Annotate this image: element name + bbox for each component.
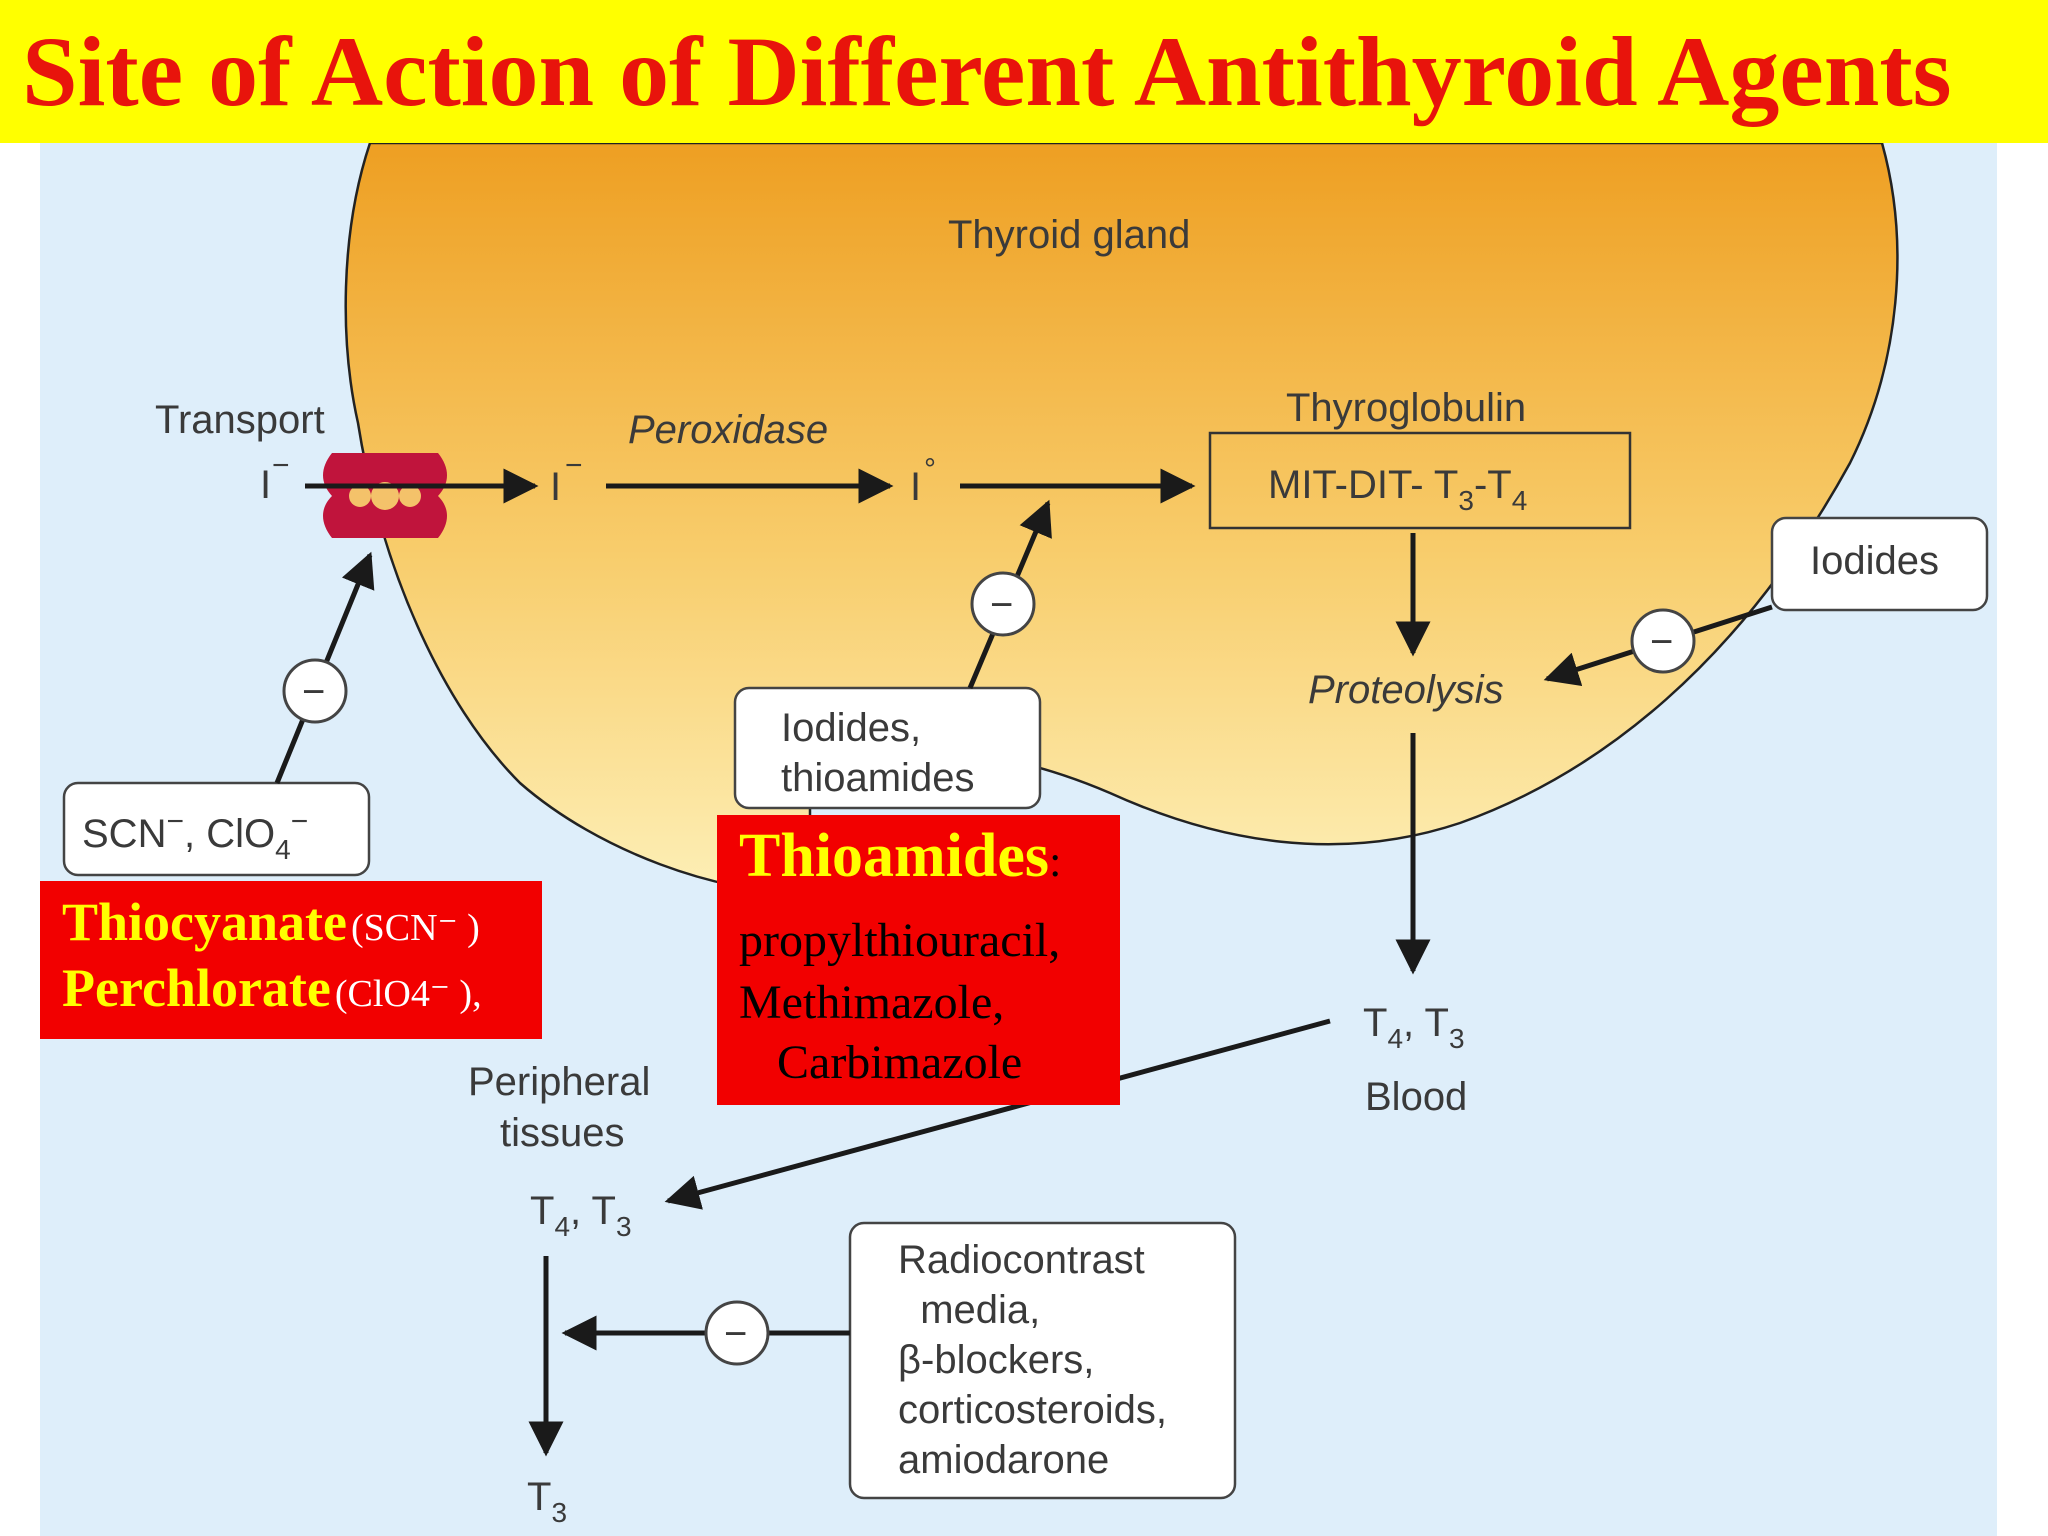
thiocyanate-perchlorate-callout: Thiocyanate (SCN⁻ ) Perchlorate (ClO4⁻ )… xyxy=(40,881,542,1039)
thioamides-colon: : xyxy=(1049,837,1062,886)
t3-bottom: T3 xyxy=(527,1475,567,1528)
thioamides-heading: Thioamides xyxy=(739,822,1050,890)
scn-clo4-text: SCN−, ClO4− xyxy=(82,805,308,865)
iodides-thioamides-line2: thioamides xyxy=(781,756,974,800)
radiocontrast-line-5: amiodarone xyxy=(898,1438,1109,1482)
peripheral-t4-t3: T4, T3 xyxy=(530,1189,632,1242)
peroxidase-label: Peroxidase xyxy=(628,408,828,452)
blood-label: Blood xyxy=(1365,1075,1467,1119)
peripheral-label-line1: Peripheral xyxy=(468,1060,650,1104)
iodides-right-text: Iodides xyxy=(1810,539,1939,583)
title-bar: Site of Action of Different Antithyroid … xyxy=(0,0,2048,143)
page-title: Site of Action of Different Antithyroid … xyxy=(22,16,1952,127)
inhibit-minus-organification: − xyxy=(990,583,1013,627)
iodine-degree: ° xyxy=(924,453,936,486)
thyroglobulin-box xyxy=(1208,431,1632,530)
proteolysis-label: Proteolysis xyxy=(1308,668,1504,712)
scn-clo4-box xyxy=(62,781,371,877)
thioamides-callout: Thioamides: propylthiouracil, Methimazol… xyxy=(717,815,1120,1105)
iodides-thioamides-line1: Iodides, xyxy=(781,706,921,750)
thyroglobulin-box-text: MIT-DIT- T3-T4 xyxy=(1268,463,1527,516)
iodide-ion-outside: I xyxy=(260,463,271,507)
iodide-ion-inside: I xyxy=(550,465,561,509)
inhibit-marker-proteolysis xyxy=(1630,608,1696,674)
thiocyanate-formula: (SCN⁻ ) xyxy=(351,907,480,949)
iodide-ion-inside-charge: − xyxy=(565,449,583,482)
diagram-panel: Thyroid gland Transport I − I − Peroxida… xyxy=(40,143,1997,1536)
inhibit-minus-deiodination: − xyxy=(724,1312,747,1356)
iodine-label: I xyxy=(910,465,921,509)
thyroid-gland-label: Thyroid gland xyxy=(948,213,1190,257)
radiocontrast-line-2: media, xyxy=(898,1288,1040,1332)
inhibit-marker-transport xyxy=(282,658,348,724)
iodide-ion-outside-charge: − xyxy=(272,449,290,482)
transporter-icon xyxy=(323,453,447,538)
radiocontrast-line-1: Radiocontrast xyxy=(898,1238,1145,1282)
inhibit-minus-transport: − xyxy=(302,670,325,714)
blood-to-periphery-arrow xyxy=(664,1018,1331,1210)
diagram-canvas: Thyroid gland Transport I − I − Peroxida… xyxy=(62,143,1989,1528)
inhibit-marker-organification xyxy=(970,571,1036,637)
thioamides-drug-2: Methimazole, xyxy=(739,976,1005,1029)
inhibit-minus-proteolysis: − xyxy=(1650,620,1673,664)
radiocontrast-box xyxy=(848,1221,1237,1500)
iodides-thioamides-box xyxy=(733,686,1042,810)
thiocyanate-name: Thiocyanate xyxy=(62,892,348,952)
thioamides-drug-1: propylthiouracil, xyxy=(739,914,1061,967)
transport-label: Transport xyxy=(155,398,325,442)
blood-t4-t3: T4, T3 xyxy=(1363,1001,1465,1054)
thyroglobulin-label: Thyroglobulin xyxy=(1286,386,1526,430)
radiocontrast-line-3: β-blockers, xyxy=(898,1338,1094,1382)
perchlorate-formula: (ClO4⁻ ), xyxy=(334,973,482,1015)
perchlorate-name: Perchlorate xyxy=(62,958,331,1018)
radiocontrast-line-4: corticosteroids, xyxy=(898,1388,1167,1432)
inhibit-marker-deiodination xyxy=(704,1300,770,1366)
iodides-right-box xyxy=(1770,516,1989,612)
peripheral-label-line2: tissues xyxy=(500,1111,625,1155)
thioamides-drug-3: Carbimazole xyxy=(777,1036,1023,1089)
